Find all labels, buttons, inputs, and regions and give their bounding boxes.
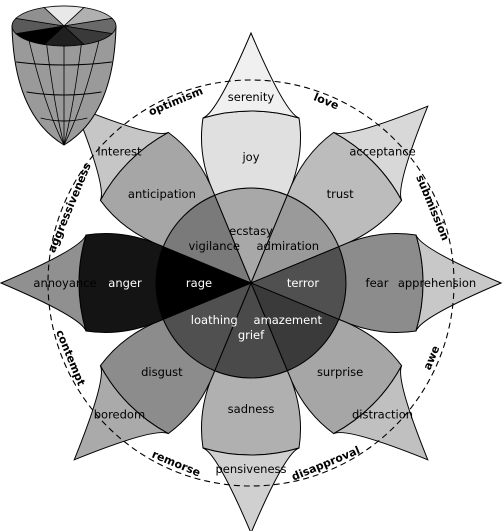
dyad-label-awe: awe: [421, 344, 443, 372]
outer-label-serenity: serenity: [228, 90, 275, 104]
inner-label-admiration: admiration: [256, 239, 319, 253]
petal-sadness: [201, 281, 301, 531]
cone-top-wedge-7: [15, 7, 66, 27]
outer-label-boredom: boredom: [94, 408, 145, 422]
petal-disgust: [73, 282, 252, 461]
outer-label-distraction: distraction: [352, 408, 413, 422]
petal-surprise: [250, 282, 429, 461]
cone-seam-3: [63, 37, 83, 146]
cone-seam-0: [27, 34, 65, 146]
outer-label-pensiveness: pensiveness: [215, 462, 286, 476]
petal-anger: [0, 233, 253, 333]
cone-seam-4: [63, 34, 101, 146]
dyad-label-contempt: contempt: [53, 328, 88, 388]
inner-label-grief: grief: [238, 328, 265, 342]
middle-label-sadness: sadness: [228, 402, 275, 416]
dashed-circle: [47, 79, 455, 487]
petal-layer: [0, 31, 502, 531]
middle-label-surprise: surprise: [317, 365, 363, 379]
petal-fear: [249, 233, 502, 333]
cone-seam-1: [45, 37, 65, 146]
middle-label-fear: fear: [366, 276, 389, 290]
petal-trust: [250, 105, 429, 284]
petal-outer-annoyance: [0, 234, 87, 332]
dyad-label-disapproval: disapproval: [290, 444, 362, 484]
dyad-label-love: love: [312, 90, 341, 112]
middle-label-anger: anger: [108, 276, 142, 290]
petal-outer-apprehension: [415, 234, 502, 332]
inner-label-loathing: loathing: [191, 313, 238, 327]
inner-label-terror: terror: [287, 276, 320, 290]
inner-label-vigilance: vigilance: [189, 239, 240, 253]
dyad-label-submission: submission: [413, 173, 452, 242]
petal-outer-pensiveness: [202, 447, 300, 531]
outer-label-acceptance: acceptance: [349, 144, 415, 158]
petal-anticipation: [73, 105, 252, 284]
petal-joy: [201, 31, 301, 285]
petal-outer-boredom: [73, 365, 169, 461]
inner-label-rage: rage: [186, 276, 212, 290]
inner-label-ecstasy: ecstasy: [229, 224, 273, 238]
petal-outer-acceptance: [333, 105, 429, 201]
middle-label-trust: trust: [327, 187, 355, 201]
outer-label-annoyance: annoyance: [33, 276, 96, 290]
petal-outer-distraction: [333, 365, 429, 461]
outer-label-apprehension: apprehension: [398, 276, 476, 290]
petal-outer-interest: [73, 105, 169, 201]
outer-label-interest: interest: [97, 144, 142, 158]
petal-outer-serenity: [202, 31, 300, 119]
inner-label-amazement: amazement: [254, 313, 323, 327]
middle-label-joy: joy: [241, 150, 259, 164]
dyad-label-optimism: optimism: [147, 84, 205, 118]
middle-label-disgust: disgust: [141, 365, 183, 379]
emotion-cone-thumbnail: [11, 5, 117, 146]
middle-label-anticipation: anticipation: [128, 187, 196, 201]
